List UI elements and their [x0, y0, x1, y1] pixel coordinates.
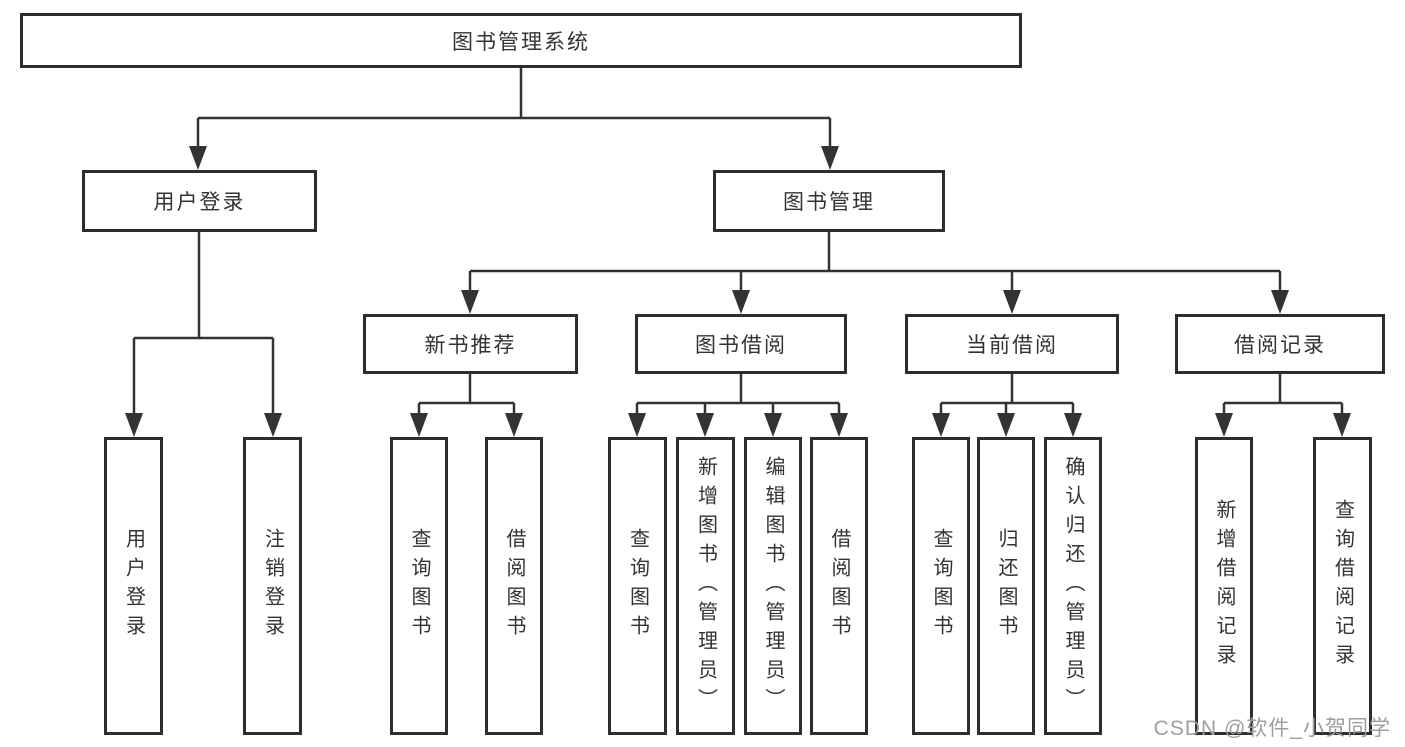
node-book-borrowing: 图书借阅 — [635, 314, 847, 374]
wire-book-borrow — [635, 374, 841, 416]
wire-borrow-records — [1222, 374, 1344, 416]
node-label: 借阅图书 — [828, 528, 850, 644]
node-label: 归还图书 — [995, 528, 1017, 644]
node-label: 查询图书 — [408, 528, 430, 644]
wire-user-login — [132, 232, 275, 416]
node-label: 借阅图书 — [503, 528, 525, 644]
node-label: 查询图书 — [930, 528, 952, 644]
leaf-query-books-current: 查询图书 — [912, 437, 970, 735]
node-label: 当前借阅 — [966, 334, 1058, 357]
leaf-borrow-books: 借阅图书 — [810, 437, 868, 735]
leaf-add-book-admin: 新增图书（管理员） — [676, 437, 735, 735]
wire-current-borrow — [939, 374, 1075, 416]
node-new-book-recommendation: 新书推荐 — [363, 314, 578, 374]
node-label: 编辑图书（管理员） — [762, 455, 784, 717]
watermark-text: CSDN @软件_小贺同学 — [1153, 717, 1391, 740]
node-label: 用户登录 — [122, 528, 145, 644]
leaf-confirm-return-admin: 确认归还（管理员） — [1044, 437, 1102, 735]
leaf-query-books-borrowing: 查询图书 — [608, 437, 667, 735]
leaf-edit-book-admin: 编辑图书（管理员） — [744, 437, 802, 735]
node-current-borrowing: 当前借阅 — [905, 314, 1119, 374]
leaf-borrow-books-recommend: 借阅图书 — [485, 437, 543, 735]
node-label: 用户登录 — [153, 191, 246, 214]
node-label: 新书推荐 — [424, 334, 517, 357]
node-label: 图书管理 — [783, 191, 875, 214]
node-label: 确认归还（管理员） — [1062, 455, 1084, 717]
node-label: 图书借阅 — [695, 334, 787, 357]
node-user-login: 用户登录 — [82, 170, 317, 232]
leaf-user-login: 用户登录 — [104, 437, 163, 735]
node-label: 新增借阅记录 — [1213, 499, 1235, 673]
node-label: 注销登录 — [261, 528, 284, 644]
wire-new-book — [417, 374, 516, 416]
node-library-management-system: 图书管理系统 — [20, 13, 1022, 68]
leaf-add-borrow-record: 新增借阅记录 — [1195, 437, 1253, 735]
node-borrowing-records: 借阅记录 — [1175, 314, 1385, 374]
leaf-logout: 注销登录 — [243, 437, 302, 735]
node-label: 图书管理系统 — [452, 30, 590, 54]
node-label: 查询图书 — [626, 528, 649, 644]
leaf-return-book: 归还图书 — [977, 437, 1035, 735]
node-book-management: 图书管理 — [713, 170, 945, 232]
wire-root — [196, 68, 832, 150]
wire-book-management — [468, 232, 1282, 293]
node-label: 查询借阅记录 — [1331, 499, 1354, 673]
node-label: 借阅记录 — [1234, 334, 1326, 357]
node-label: 新增图书（管理员） — [694, 455, 717, 717]
leaf-query-borrow-record: 查询借阅记录 — [1313, 437, 1372, 735]
leaf-query-books-recommend: 查询图书 — [390, 437, 448, 735]
